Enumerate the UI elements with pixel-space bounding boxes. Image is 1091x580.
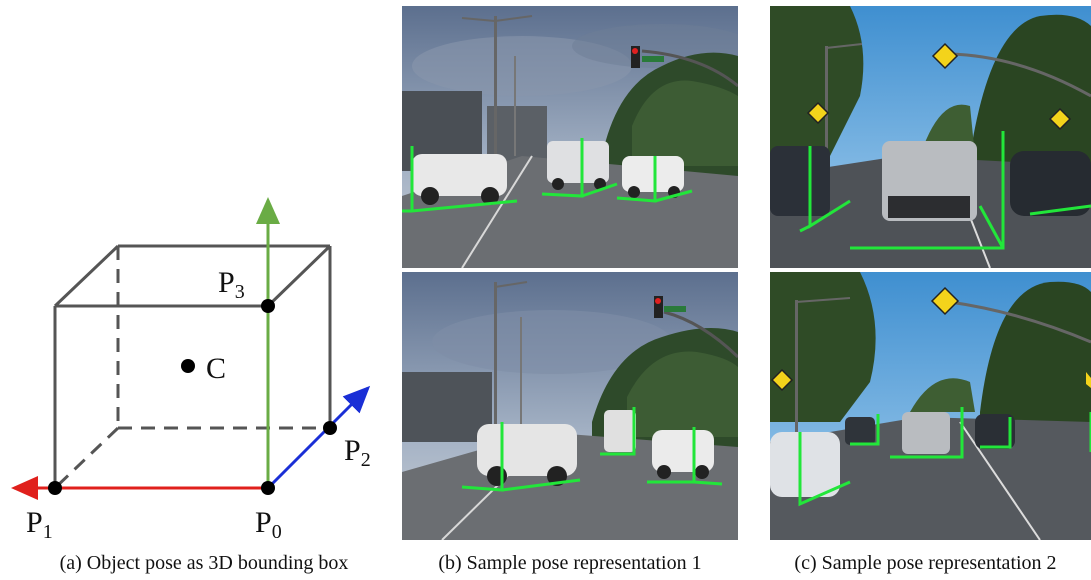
label-p0: P0 — [255, 506, 282, 543]
label-center: C — [206, 352, 226, 385]
point-p3 — [261, 299, 275, 313]
photo-c-bottom — [770, 272, 1091, 540]
point-p0 — [261, 481, 275, 495]
caption-a: (a) Object pose as 3D bounding box — [59, 552, 349, 574]
pose-lines — [461, 407, 723, 492]
caption-b: (b) Sample pose representation 1 — [438, 552, 702, 574]
photo-b-top — [402, 6, 738, 268]
visible-edges — [53, 244, 332, 488]
traffic-light-icon — [654, 296, 663, 318]
pose-lines — [799, 131, 1091, 250]
photo-b-bottom — [402, 272, 738, 540]
caption-c: (c) Sample pose representation 2 — [794, 552, 1057, 574]
label-p3: P3 — [218, 266, 245, 303]
pose-lines — [402, 138, 693, 213]
photo-c-top — [770, 6, 1091, 268]
traffic-light-icon — [631, 46, 640, 68]
label-p1: P1 — [26, 506, 53, 543]
point-center — [181, 359, 195, 373]
hidden-edges — [53, 246, 330, 490]
pedestrian-crossing-sign-icon — [931, 42, 959, 70]
point-p2 — [323, 421, 337, 435]
z-axis-arrow — [266, 385, 371, 490]
label-p2: P2 — [344, 434, 371, 471]
pedestrian-crossing-sign-icon — [770, 368, 794, 392]
pedestrian-crossing-sign-icon — [930, 286, 960, 316]
pose-lines — [798, 407, 1091, 507]
pedestrian-crossing-sign-icon — [806, 101, 830, 125]
pedestrian-crossing-sign-icon — [1048, 107, 1072, 131]
point-p1 — [48, 481, 62, 495]
bounding-box-diagram: P1 P0 P2 P3 C — [10, 197, 371, 543]
